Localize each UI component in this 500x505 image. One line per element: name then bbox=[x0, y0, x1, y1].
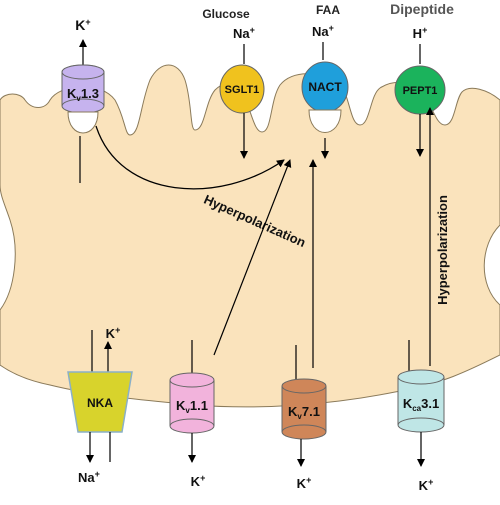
nka-pump: NKA bbox=[67, 371, 133, 433]
kca31-k-label: K+ bbox=[419, 477, 434, 493]
pept1-label: PEPT1 bbox=[403, 85, 438, 97]
na-label-nact: Na+ bbox=[312, 23, 334, 39]
hyperpolarization-vertical-label: Hyperpolarization bbox=[435, 195, 450, 305]
kv13-channel: Kv1.3 bbox=[61, 64, 105, 114]
faa-label: FAA bbox=[316, 3, 340, 17]
kv13-hyperpolarization-arrow bbox=[95, 125, 285, 190]
sglt1-label: SGLT1 bbox=[225, 84, 260, 96]
kv13-label: Kv1.3 bbox=[67, 86, 99, 103]
h-label-pept1: H+ bbox=[413, 25, 428, 41]
nka-na-label: Na+ bbox=[78, 469, 100, 485]
k-label-kv13-top: K+ bbox=[75, 17, 90, 33]
nka-k-label: K+ bbox=[106, 325, 121, 341]
glucose-label: Glucose bbox=[202, 7, 250, 21]
nact-pore bbox=[308, 109, 342, 133]
nact-label: NACT bbox=[308, 80, 342, 94]
sglt1-transporter: SGLT1 bbox=[219, 64, 265, 114]
nact-transporter: NACT bbox=[301, 61, 349, 113]
kv71-channel: Kv7.1 bbox=[281, 378, 327, 440]
dipeptide-label: Dipeptide bbox=[390, 1, 454, 17]
kv13-pore bbox=[67, 111, 99, 134]
kca31-label: Kca3.1 bbox=[403, 396, 439, 413]
nka-label: NKA bbox=[87, 396, 113, 410]
kv11-k-label: K+ bbox=[191, 473, 206, 489]
pept1-transporter: PEPT1 bbox=[394, 65, 446, 115]
kv71-k-label: K+ bbox=[297, 475, 312, 491]
kca31-channel: Kca3.1 bbox=[397, 369, 445, 433]
kv11-channel: Kv1.1 bbox=[169, 372, 215, 434]
na-label-sglt1: Na+ bbox=[233, 25, 255, 41]
kv11-arrow bbox=[213, 159, 292, 356]
kv11-label: Kv1.1 bbox=[176, 398, 208, 415]
kv71-label: Kv7.1 bbox=[288, 404, 320, 421]
